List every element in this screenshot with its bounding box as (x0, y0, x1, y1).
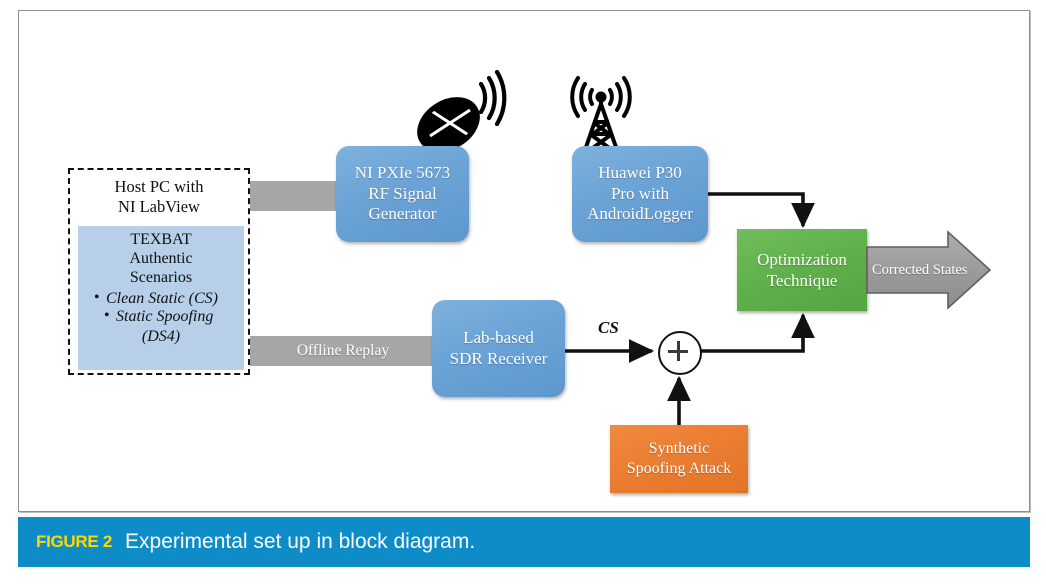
texbat-bullet2-continuation: (DS4) (141, 328, 181, 346)
connector-host-to-rf-generator (250, 181, 345, 211)
offline-replay-label: Offline Replay (296, 342, 390, 359)
sum-junction (658, 331, 702, 375)
phone-logger-line2: Pro with (610, 183, 670, 203)
output-arrow-label: Corrected States (872, 262, 968, 278)
rf-generator-line2: RF Signal (368, 183, 437, 203)
host-pc-block: Host PC with NI LabView TEXBAT Authentic… (68, 168, 250, 375)
list-item: Static Spoofing (94, 307, 238, 327)
list-item: Clean Static (CS) (94, 289, 238, 309)
sdr-receiver-line1: Lab-based (463, 327, 534, 347)
node-synthetic-spoofing-attack[interactable]: Synthetic Spoofing Attack (610, 425, 748, 493)
node-optimization-technique[interactable]: Optimization Technique (737, 229, 867, 311)
host-pc-title-line1: Host PC with (114, 177, 204, 196)
host-pc-title: Host PC with NI LabView (70, 170, 248, 217)
edge-label-cs: CS (598, 318, 619, 337)
figure-caption-bar: FIGURE 2 Experimental set up in block di… (18, 517, 1030, 567)
texbat-line3: Scenarios (129, 269, 193, 287)
node-rf-signal-generator[interactable]: NI PXIe 5673 RF Signal Generator (336, 146, 469, 242)
node-huawei-android-logger[interactable]: Huawei P30 Pro with AndroidLogger (572, 146, 708, 242)
rf-generator-line1: NI PXIe 5673 (354, 162, 451, 182)
optimization-line1: Optimization (757, 249, 847, 269)
texbat-scenarios-panel: TEXBAT Authentic Scenarios Clean Static … (78, 226, 244, 370)
optimization-line2: Technique (766, 271, 838, 290)
host-pc-title-line2: NI LabView (118, 197, 200, 217)
texbat-line2: Authentic (129, 250, 193, 268)
figure-caption-text: Experimental set up in block diagram. (125, 530, 476, 553)
phone-logger-line3: AndroidLogger (587, 204, 693, 224)
sum-symbol-vertical (677, 341, 680, 361)
spoofing-attack-line2: Spoofing Attack (626, 460, 732, 477)
sdr-receiver-line2: SDR Receiver (449, 348, 548, 368)
texbat-line1: TEXBAT (130, 231, 192, 248)
texbat-scenario-list: Clean Static (CS) Static Spoofing (78, 289, 244, 328)
spoofing-attack-line1: Synthetic (648, 440, 710, 457)
phone-logger-line1: Huawei P30 (598, 162, 682, 182)
node-sdr-receiver[interactable]: Lab-based SDR Receiver (432, 300, 565, 397)
figure-number-label: FIGURE 2 (36, 532, 113, 551)
rf-generator-line3: Generator (368, 204, 437, 224)
connector-offline-replay: Offline Replay (250, 336, 436, 366)
